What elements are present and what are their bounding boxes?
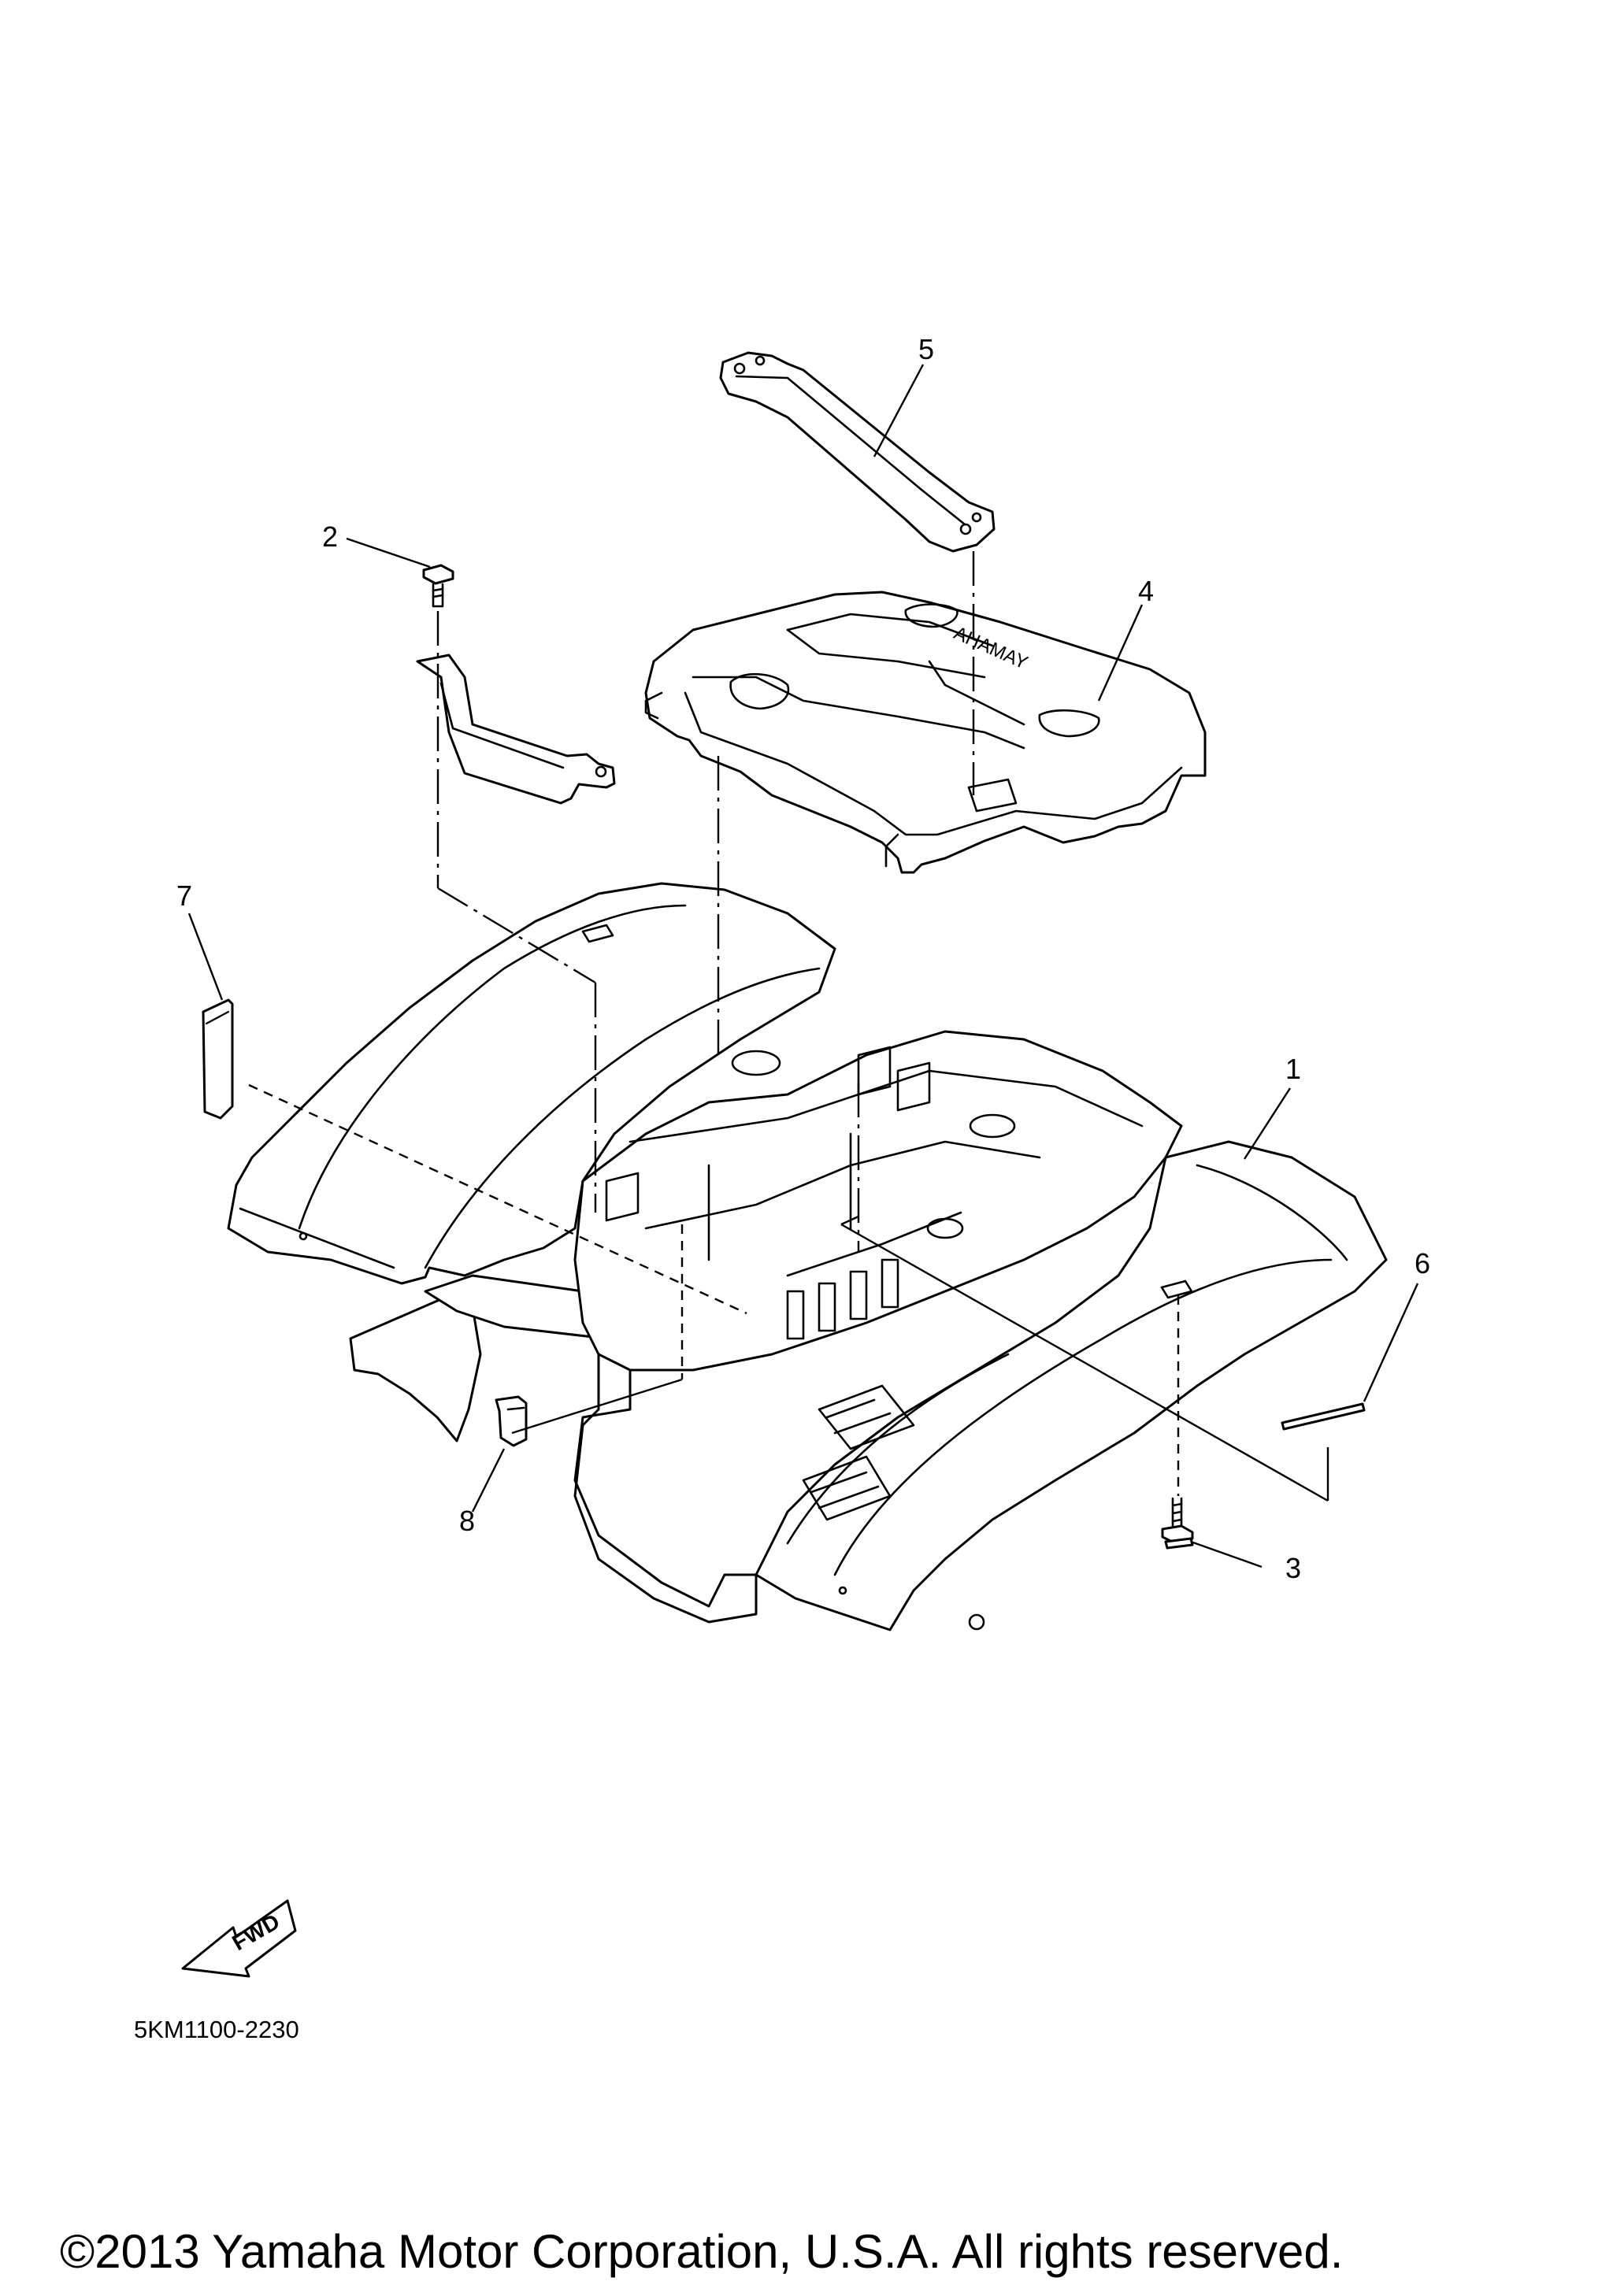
stay-bracket	[416, 654, 616, 805]
side-label	[202, 998, 234, 1120]
callout-1: 1	[1285, 1053, 1301, 1085]
leader-lines	[187, 364, 1419, 1568]
carrier-bar	[719, 351, 996, 553]
clip	[495, 1395, 528, 1447]
diagram-code: 5KM1100-2230	[134, 2016, 299, 2043]
carrier-cover: YAMAHA	[644, 591, 1207, 874]
bolt-bottom	[1161, 1497, 1194, 1550]
callout-4: 4	[1138, 575, 1154, 607]
label-strip	[1281, 1402, 1366, 1431]
callout-7: 7	[176, 880, 192, 912]
callout-8: 8	[459, 1505, 475, 1537]
copyright-notice: ©2013 Yamaha Motor Corporation, U.S.A. A…	[60, 2225, 1343, 2278]
assembly-lines	[248, 551, 1329, 1502]
rear-fender	[227, 882, 1388, 1631]
callout-3: 3	[1285, 1552, 1301, 1584]
callout-2: 2	[322, 520, 338, 553]
callout-6: 6	[1415, 1247, 1430, 1279]
bolt-top	[422, 564, 454, 608]
callout-5: 5	[918, 333, 934, 365]
fwd-arrow-icon: FWD	[181, 1899, 297, 1978]
